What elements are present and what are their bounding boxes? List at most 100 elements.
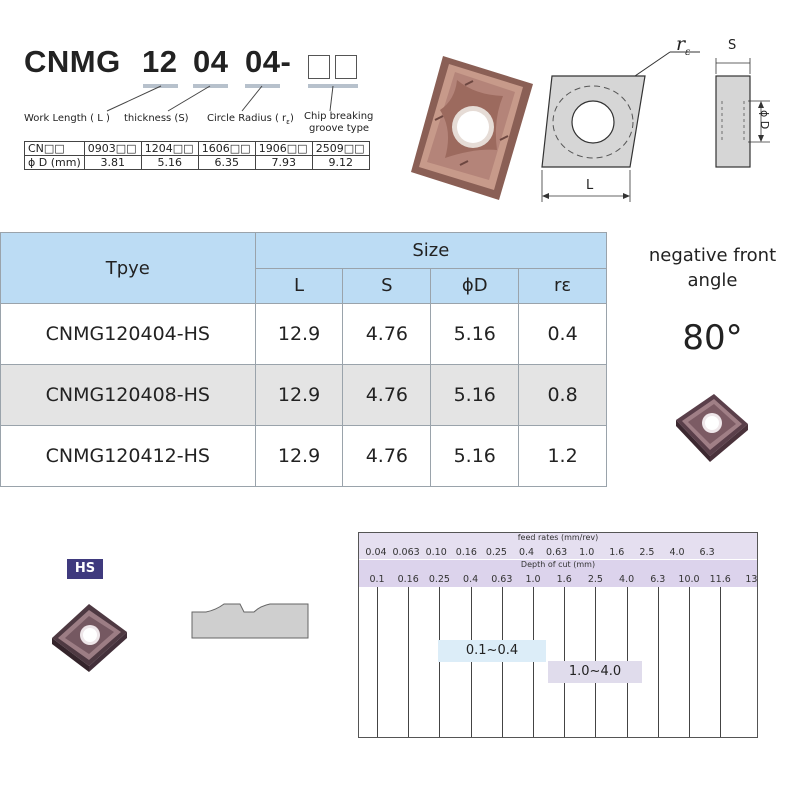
code-underline	[193, 84, 228, 88]
chart-grid-line	[501, 587, 503, 738]
d-cell: 5.16	[430, 364, 520, 426]
code-placeholder-box	[335, 55, 357, 79]
chart-grid-line	[689, 587, 690, 738]
depth-band	[358, 560, 758, 587]
specification-table: Tpye Size L S ϕD rε CNMG120404-HS 12.9 4…	[0, 232, 608, 487]
type-cell: CNMG120408-HS	[0, 364, 256, 426]
depth-title: Depth of cut (mm)	[520, 560, 596, 569]
r-cell: 0.8	[518, 364, 607, 426]
l-cell: 12.9	[254, 425, 344, 487]
diameter-cell: 7.93	[254, 155, 313, 170]
groove-insert-image	[52, 604, 127, 672]
chart-grid-line	[470, 587, 472, 738]
feed-tick-label: 0.4	[518, 547, 535, 558]
feed-tick-label: 1.0	[579, 547, 595, 558]
code-prefix: CNMG	[24, 44, 121, 79]
s-cell: 4.76	[342, 364, 432, 426]
table-row: ϕ D (mm) 3.81 5.16 6.35 7.93 9.12	[24, 155, 370, 170]
diameter-cell: 3.81	[83, 155, 142, 170]
feed-tick-label: 6.3	[699, 547, 715, 558]
insert-product-image	[676, 394, 748, 462]
angle-label-line: angle	[687, 270, 738, 291]
depth-tick-label: 10.0	[678, 574, 700, 585]
code-placeholder-box	[308, 55, 330, 79]
chart-frame	[358, 532, 758, 738]
feed-tick-label: 4.0	[669, 547, 685, 558]
code-leader-lines	[106, 85, 334, 112]
type-header: Tpye	[0, 232, 256, 304]
depth-tick-label: 2.5	[587, 574, 603, 585]
insert-dimension-diagram	[541, 51, 770, 202]
chart-grid-line	[439, 587, 441, 738]
depth-tick-label: 0.25	[428, 574, 450, 585]
groove-type-badge: HS	[67, 559, 103, 579]
code-underline	[245, 84, 280, 88]
code-length: 12	[142, 44, 178, 79]
diameter-cell: 9.12	[311, 155, 370, 170]
work-length-label: Work Length ( L )	[24, 113, 110, 124]
table-row: CNMG120408-HS 12.9 4.76 5.16 0.8	[0, 364, 607, 426]
type-cell: CNMG120404-HS	[0, 303, 256, 365]
table-row: CNMG120404-HS 12.9 4.76 5.16 0.4	[0, 303, 607, 365]
depth-tick-label: 4.0	[619, 574, 635, 585]
angle-label-line: negative front	[648, 245, 777, 266]
depth-tick-label: 0.63	[491, 574, 513, 585]
size-code-cell: 2509□□	[311, 141, 370, 156]
depth-tick-label: 1.6	[556, 574, 572, 585]
feed-tick-label: 0.10	[425, 547, 447, 558]
depth-tick-label: 11.6	[709, 574, 731, 585]
size-code-cell: 0903□□	[83, 141, 142, 156]
thickness-label: thickness (S)	[124, 113, 189, 124]
length-dim-label: L	[586, 178, 594, 193]
d-cell: 5.16	[430, 425, 520, 487]
feed-tick-label: 1.6	[609, 547, 625, 558]
cutting-parameter-chart: feed rates (mm/rev) Depth of cut (mm) 0.…	[358, 532, 758, 738]
depth-tick-label: 0.1	[369, 574, 385, 585]
size-code-cell: 1906□□	[254, 141, 313, 156]
chip-breaking-label: Chip breaking	[304, 111, 374, 122]
feed-tick-label: 0.16	[455, 547, 477, 558]
s-cell: 4.76	[342, 425, 432, 487]
chart-grid-line	[377, 587, 378, 738]
code-radius: 04-	[245, 44, 292, 79]
l-cell: 12.9	[254, 364, 344, 426]
feed-rate-band	[358, 532, 758, 559]
feed-tick-label: 0.25	[485, 547, 507, 558]
diameter-cell: 6.35	[197, 155, 256, 170]
size-code-cell: 1606□□	[197, 141, 256, 156]
insert-size-table: CN□□ 0903□□ 1204□□ 1606□□ 1906□□ 2509□□ …	[24, 141, 370, 170]
groove-profile-diagram	[191, 603, 309, 639]
feed-range-label: 0.1~0.4	[438, 640, 546, 662]
groove-type-label: groove type	[309, 123, 370, 134]
feed-tick-label: 0.63	[546, 547, 568, 558]
angle-value: 80°	[682, 318, 743, 358]
code-thickness: 04	[193, 44, 229, 79]
d-cell: 5.16	[430, 303, 520, 365]
type-cell: CNMG120412-HS	[0, 425, 256, 487]
depth-tick-label: 6.3	[650, 574, 666, 585]
feed-tick-label: 2.5	[639, 547, 655, 558]
depth-tick-label: 13	[745, 574, 758, 585]
size-table-header: CN□□	[24, 141, 85, 156]
table-row: CN□□ 0903□□ 1204□□ 1606□□ 1906□□ 2509□□	[24, 141, 370, 156]
column-header-r: rε	[518, 267, 607, 304]
depth-tick-label: 1.0	[525, 574, 541, 585]
column-header-l: L	[254, 267, 344, 304]
circle-radius-label: Circle Radius ( rε)	[207, 113, 294, 126]
feed-tick-label: 0.063	[392, 547, 420, 558]
diameter-dim-label: ϕ D	[758, 110, 771, 130]
thickness-dim-label: S	[728, 38, 737, 53]
s-cell: 4.76	[342, 303, 432, 365]
chart-grid-line	[657, 587, 659, 738]
insert-product-image	[411, 56, 533, 200]
table-header-row: L S ϕD rε	[1, 267, 607, 304]
l-cell: 12.9	[254, 303, 344, 365]
chart-grid-line	[533, 587, 534, 738]
table-row: CNMG120412-HS 12.9 4.76 5.16 1.2	[0, 425, 607, 487]
size-header: Size	[254, 232, 608, 269]
table-header-row: Tpye Size	[0, 232, 608, 304]
size-table-row-label: ϕ D (mm)	[24, 155, 85, 170]
angle-description: negative front angle	[625, 243, 800, 293]
diameter-cell: 5.16	[140, 155, 199, 170]
r-cell: 1.2	[518, 425, 607, 487]
